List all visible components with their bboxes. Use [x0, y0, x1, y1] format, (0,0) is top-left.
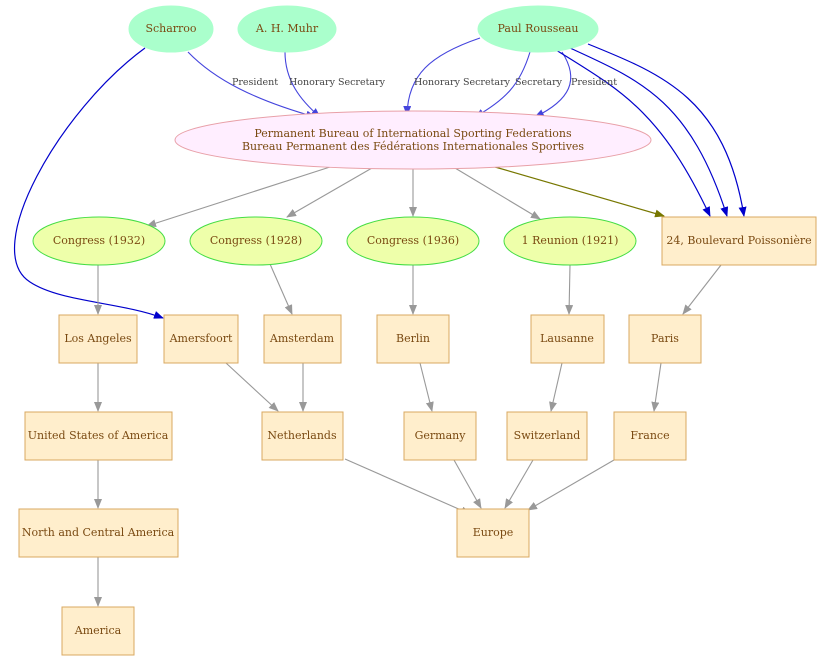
node-amsterdam[interactable]: Amsterdam [263, 314, 342, 364]
node-berlin-label: Berlin [396, 332, 430, 345]
node-europe-label: Europe [473, 526, 514, 539]
edge-scharroo-bureau [187, 51, 316, 119]
node-amersfoort-label: Amersfoort [169, 332, 233, 345]
node-france[interactable]: France [613, 411, 687, 461]
edge-france-europe [527, 459, 615, 511]
node-amsterdam-label: Amsterdam [269, 332, 335, 345]
node-switzerland-label: Switzerland [514, 429, 581, 442]
node-usa-label: United States of America [28, 429, 169, 442]
edge-reunion1921-lausanne [565, 264, 574, 315]
node-muhr-label: A. H. Muhr [255, 22, 319, 35]
node-rousseau-label: Paul Rousseau [498, 22, 579, 35]
node-reunion1921[interactable]: 1 Reunion (1921) [503, 216, 637, 266]
edge-rousseau-bureau-president [534, 51, 572, 118]
node-reunion1921-label: 1 Reunion (1921) [522, 234, 619, 247]
edge-bureau-congress1932 [146, 166, 331, 228]
node-netherlands[interactable]: Netherlands [261, 411, 344, 461]
node-usa[interactable]: United States of America [24, 411, 173, 461]
node-switzerland[interactable]: Switzerland [506, 411, 588, 461]
edge-bureau-congress1928 [286, 167, 373, 218]
node-france-label: France [630, 429, 669, 442]
node-congress1936-label: Congress (1936) [367, 234, 459, 247]
edge-netherlands-europe [344, 458, 471, 515]
node-congress1936[interactable]: Congress (1936) [346, 216, 480, 266]
node-paris[interactable]: Paris [628, 314, 702, 364]
node-boulevard-label: 24, Boulevard Poissonière [666, 234, 811, 247]
edge-scharroo-amersfoort [13, 47, 164, 319]
edge-rousseau-boulevard-1 [555, 49, 711, 217]
node-congress1932-label: Congress (1932) [53, 234, 145, 247]
node-congress1932[interactable]: Congress (1932) [32, 216, 166, 266]
node-rousseau[interactable]: Paul Rousseau [477, 5, 599, 53]
edge-label-rousseau-president: President [571, 77, 617, 88]
node-europe[interactable]: Europe [456, 508, 530, 558]
edge-lausanne-switzerland [549, 362, 563, 412]
node-los-angeles-label: Los Angeles [64, 332, 132, 345]
node-netherlands-label: Netherlands [267, 429, 337, 442]
edge-muhr-bureau [284, 51, 321, 118]
node-muhr[interactable]: A. H. Muhr [237, 5, 337, 53]
edge-switzerland-europe [504, 459, 534, 509]
edge-rousseau-boulevard-3 [587, 43, 747, 217]
nodes: Scharroo A. H. Muhr Paul Rousseau Perman… [18, 5, 817, 656]
edge-label-rousseau-honorary-secretary: Honorary Secretary [414, 77, 511, 88]
edge-amersfoort-netherlands [225, 362, 279, 412]
edge-bureau-reunion1921 [454, 167, 541, 220]
node-scharroo[interactable]: Scharroo [128, 5, 214, 53]
edge-germany-europe [453, 459, 482, 509]
node-america-label: America [74, 624, 122, 637]
edge-labels: President Honorary Secretary Honorary Se… [232, 77, 617, 88]
node-bureau-label-en: Permanent Bureau of International Sporti… [254, 127, 572, 140]
node-los-angeles[interactable]: Los Angeles [58, 314, 138, 364]
node-lausanne-label: Lausanne [540, 332, 594, 345]
edge-bureau-boulevard [494, 166, 665, 218]
edge-paris-france [651, 362, 662, 412]
node-bureau[interactable]: Permanent Bureau of International Sporti… [174, 110, 652, 170]
node-germany[interactable]: Germany [403, 411, 477, 461]
node-germany-label: Germany [415, 429, 467, 442]
edge-berlin-germany [419, 362, 434, 412]
node-congress1928[interactable]: Congress (1928) [189, 216, 323, 266]
node-lausanne[interactable]: Lausanne [530, 314, 605, 364]
edges [13, 37, 747, 607]
edge-label-rousseau-secretary: Secretary [515, 77, 563, 88]
node-north-central-america-label: North and Central America [22, 526, 175, 539]
edge-boulevard-paris [682, 264, 722, 315]
edge-rousseau-bureau-honorary [403, 37, 481, 116]
node-boulevard[interactable]: 24, Boulevard Poissonière [661, 216, 817, 266]
node-amersfoort[interactable]: Amersfoort [163, 314, 239, 364]
edge-label-muhr-honorary-secretary: Honorary Secretary [289, 77, 386, 88]
edge-rousseau-boulevard-2 [569, 47, 729, 217]
node-north-central-america[interactable]: North and Central America [18, 508, 179, 558]
node-berlin[interactable]: Berlin [376, 314, 450, 364]
edge-label-scharroo-president: President [232, 77, 278, 88]
node-bureau-label-fr: Bureau Permanent des Fédérations Interna… [242, 140, 584, 153]
edge-congress1928-amsterdam [269, 263, 293, 315]
node-scharroo-label: Scharroo [145, 22, 196, 35]
node-paris-label: Paris [651, 332, 679, 345]
node-congress1928-label: Congress (1928) [210, 234, 302, 247]
node-america[interactable]: America [61, 606, 135, 656]
